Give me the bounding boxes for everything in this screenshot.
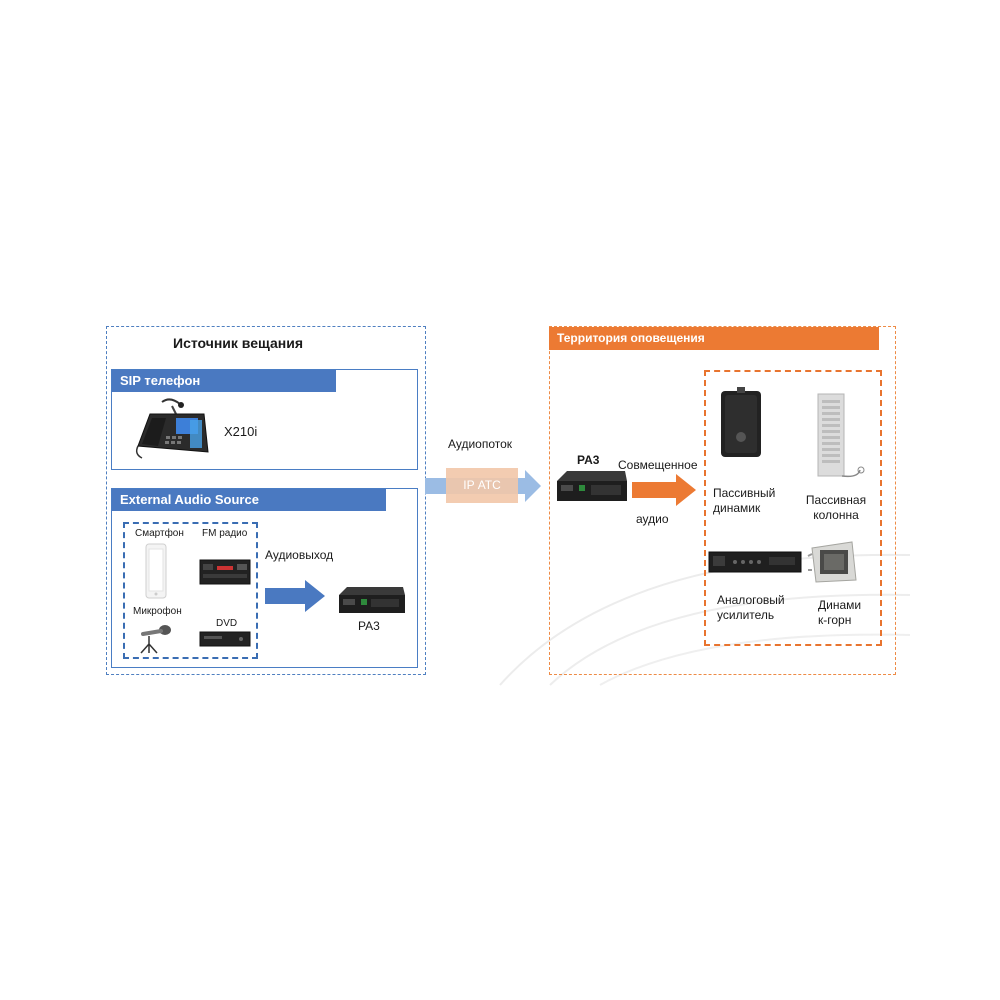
- smartphone-label: Смартфон: [135, 528, 184, 539]
- fm-radio-icon: [199, 559, 251, 585]
- fm-radio-label: FM радио: [202, 528, 248, 539]
- ip-phone-icon: [135, 398, 209, 459]
- microphone-icon: [140, 625, 171, 654]
- external-source-box: [111, 488, 418, 668]
- territory-header: Территория оповещения: [549, 327, 879, 350]
- pa3-device-icon: [339, 587, 405, 613]
- dvd-player-icon: [199, 631, 251, 647]
- passive-speaker-icon: [721, 387, 761, 457]
- audio-out-label: Аудиовыход: [265, 548, 334, 562]
- device-group: [123, 522, 258, 659]
- dvd-label: DVD: [216, 618, 238, 629]
- passive-speaker-label: Пассивный динамик: [713, 486, 776, 515]
- territory-panel: [549, 326, 896, 675]
- passive-column-label: Пассивная колонна: [805, 493, 867, 522]
- pa3-right-device-icon: [557, 471, 627, 501]
- pa3-right-label: PA3: [577, 453, 600, 467]
- combined-audio-arrow: [632, 474, 696, 506]
- combined-audio-line1: Совмещенное: [618, 458, 698, 472]
- analog-amplifier-label: Аналоговый усилитель: [717, 593, 785, 622]
- smartphone-icon: [145, 543, 167, 599]
- analog-amplifier-icon: [708, 551, 802, 573]
- ip-pbx-box: [446, 468, 518, 503]
- horn-speaker-icon: [807, 541, 857, 583]
- combined-audio-line2: аудио: [636, 512, 669, 526]
- passive-column-icon: [817, 393, 865, 478]
- ip-pbx-label: IP АТС: [463, 478, 501, 492]
- source-panel: [106, 326, 426, 675]
- source-title: Источник вещания: [173, 335, 304, 351]
- horn-speaker-label: Динами к-горн: [818, 598, 862, 627]
- audio-stream-label: Аудиопоток: [448, 437, 513, 451]
- audio-out-arrow: [265, 580, 325, 612]
- pa3-label: PA3: [358, 619, 380, 633]
- sip-phone-header: SIP телефон: [112, 370, 336, 392]
- outputs-group: [704, 370, 882, 646]
- microphone-label: Микрофон: [133, 606, 182, 617]
- phone-model-label: X210i: [224, 424, 258, 439]
- external-source-header: External Audio Source: [112, 489, 386, 511]
